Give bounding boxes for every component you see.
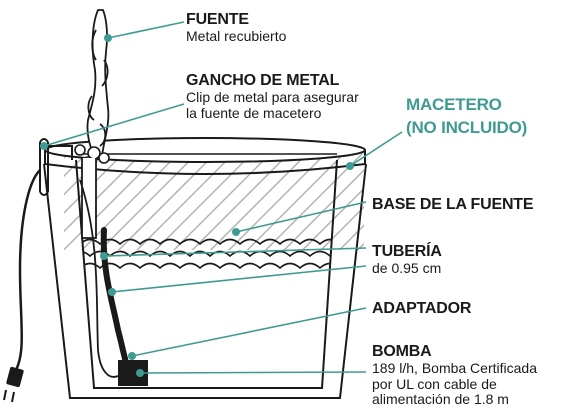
- callout-dots: [40, 34, 354, 377]
- label-fuente: FUENTE Metal recubierto: [186, 11, 286, 45]
- label-tuberia-title: TUBERÍA: [372, 243, 442, 260]
- pot-outer: [43, 163, 367, 399]
- pump-cable: [79, 179, 119, 378]
- pot-inner-wall: [75, 159, 338, 389]
- label-macetero: MACETERO (NO INCLUIDO): [406, 94, 527, 140]
- fountain-body: [86, 9, 110, 157]
- metal-hook: [39, 138, 73, 196]
- label-bomba-title: BOMBA: [372, 343, 432, 360]
- label-bomba-desc-2: por UL con cable de: [372, 375, 497, 392]
- callout-lines: [43, 21, 403, 374]
- label-adaptador-title: ADAPTADOR: [372, 300, 472, 317]
- power-cord: [14, 169, 41, 371]
- power-plug: [3, 366, 24, 403]
- label-macetero-title-2: (NO INCLUIDO): [406, 117, 528, 137]
- fountain-stand: [81, 158, 97, 239]
- fountain-base-hatch: [64, 146, 364, 250]
- label-macetero-title-1: MACETERO: [406, 95, 502, 114]
- label-bomba-desc-1: 189 l/h, Bomba Certificada: [372, 359, 537, 376]
- water-waves: [76, 238, 337, 270]
- label-base-title: BASE DE LA FUENTE: [372, 196, 534, 213]
- label-gancho-title: GANCHO DE METAL: [186, 72, 340, 89]
- label-adaptador: ADAPTADOR: [372, 300, 471, 318]
- label-tuberia-desc: de 0.95 cm: [372, 259, 442, 276]
- label-fuente-title: FUENTE: [186, 11, 249, 28]
- label-gancho: GANCHO DE METAL Clip de metal para asegu…: [186, 72, 359, 121]
- label-base: BASE DE LA FUENTE: [372, 196, 534, 214]
- label-fuente-desc: Metal recubierto: [186, 27, 287, 44]
- label-bomba-desc-3: alimentación de 1.8 m: [372, 391, 509, 408]
- label-gancho-desc-1: Clip de metal para asegurar: [186, 88, 359, 105]
- label-gancho-desc-2: la fuente de macetero: [186, 104, 322, 121]
- label-bomba: BOMBA 189 l/h, Bomba Certificada por UL …: [372, 343, 537, 408]
- label-tuberia: TUBERÍA de 0.95 cm: [372, 243, 442, 277]
